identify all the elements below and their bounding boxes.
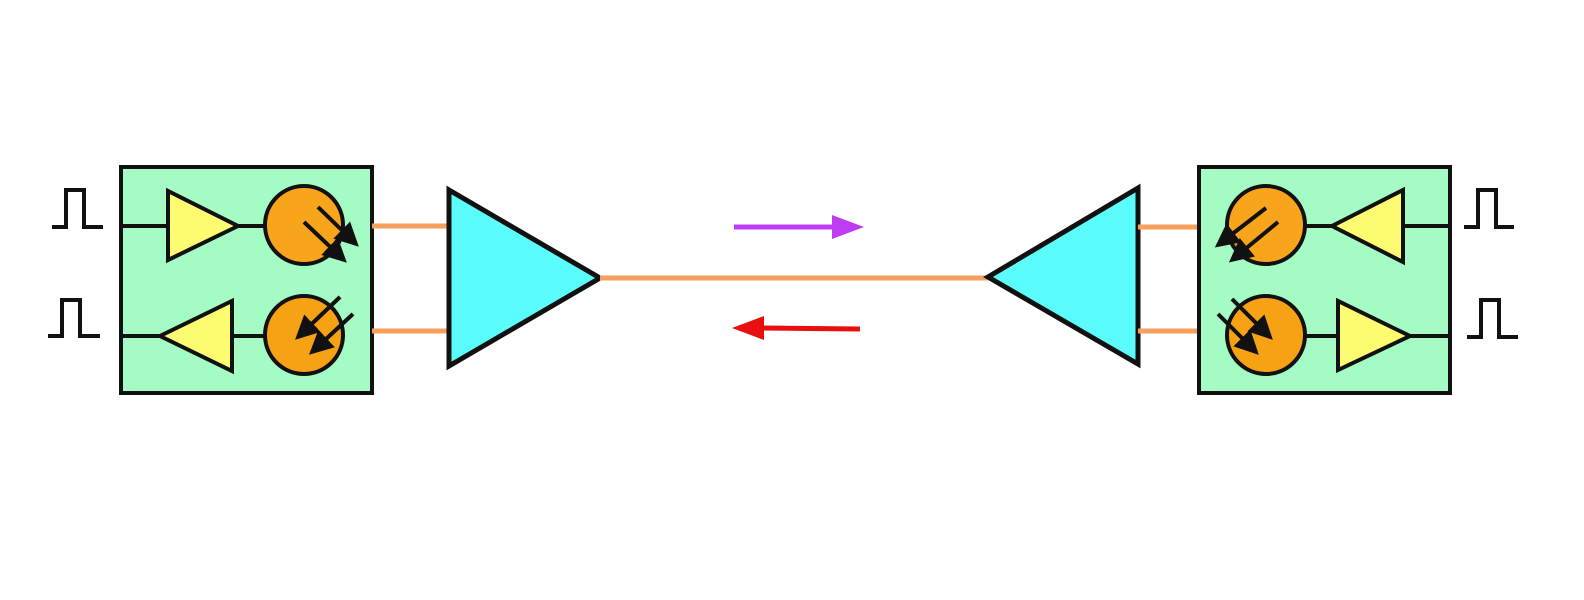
left-transceiver (48, 165, 448, 395)
left-wdm-coupler-icon (446, 185, 605, 371)
right-photodiode-receive-arrow-1 (1214, 206, 1268, 248)
left-bottom-square-pulse-icon (48, 298, 100, 338)
left-top-square-pulse-icon (52, 188, 103, 229)
right-wdm-coupler-icon (983, 183, 1141, 369)
right-transceiver (1138, 165, 1518, 395)
right-bottom-square-pulse-icon (1467, 298, 1518, 339)
left-photodiode-receive-arrow-2 (309, 312, 355, 355)
right-laser-emit-arrow-2 (1216, 312, 1259, 355)
right-top-square-pulse-icon (1464, 188, 1514, 229)
right-bottom-amplifier-icon (1336, 297, 1415, 374)
left-laser-emit-arrow-1 (316, 205, 359, 247)
left-top-amplifier-icon (166, 187, 243, 264)
forward-direction-arrow-icon (734, 215, 864, 239)
right-photodiode-receive-arrow-2 (1228, 220, 1280, 263)
left-photodiode-receive-arrow-1 (295, 295, 342, 340)
left-laser-icon (263, 184, 345, 266)
left-laser-emit-arrow-2 (302, 220, 347, 263)
backward-direction-arrow-icon (732, 316, 861, 340)
right-laser-emit-arrow-1 (1230, 297, 1273, 340)
